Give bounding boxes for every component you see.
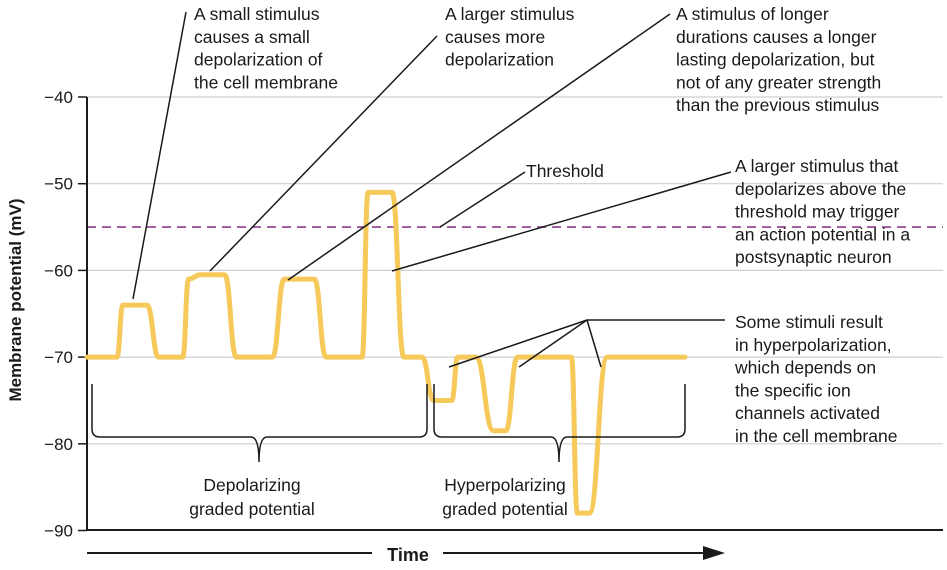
annotation-hyper-line: which depends on	[734, 358, 876, 378]
leader-line	[518, 319, 588, 368]
bracket-label-line: graded potential	[189, 499, 315, 519]
arrowhead-icon	[703, 546, 725, 560]
annotation-longer-line: lasting depolarization, but	[676, 50, 875, 70]
annotation-action-line: an action potential in a	[735, 224, 910, 244]
y-tick-label: −50	[44, 175, 73, 194]
annotation-larger-line: A larger stimulus	[445, 4, 575, 24]
annotation-longer-line: durations causes a longer	[676, 27, 877, 47]
y-tick-label: −70	[44, 348, 73, 367]
bracket-label-line: graded potential	[442, 499, 568, 519]
annotation-small-line: A small stimulus	[194, 4, 320, 24]
annotation-longer-line: A stimulus of longer	[676, 4, 829, 24]
bracket-label-line: Hyperpolarizing	[444, 475, 566, 495]
bracket	[91, 384, 428, 463]
leader-line	[448, 319, 588, 368]
bracket	[433, 384, 686, 463]
y-tick-label: −80	[44, 435, 73, 454]
y-axis-label: Membrane potential (mV)	[6, 198, 25, 401]
annotation-longer-line: not of any greater strength	[676, 72, 881, 92]
y-tick-label: −90	[44, 522, 73, 541]
y-tick-label: −60	[44, 261, 73, 280]
annotation-hyper-line: in the cell membrane	[735, 426, 897, 446]
leader-line	[287, 13, 671, 281]
annotation-larger-line: causes more	[445, 27, 545, 47]
leader-line	[391, 171, 732, 272]
leader-line	[132, 11, 187, 300]
annotation-small-line: causes a small	[194, 27, 310, 47]
annotation-action-line: A larger stimulus that	[735, 156, 899, 176]
leader-line	[586, 319, 602, 368]
annotation-small-line: the cell membrane	[194, 72, 338, 92]
annotation-hyper-line: the specific ion	[735, 380, 851, 400]
leader-line	[209, 35, 438, 272]
annotation-larger-line: depolarization	[445, 50, 554, 70]
annotation-longer-line: than the previous stimulus	[676, 95, 880, 115]
annotation-action-line: depolarizes above the	[735, 179, 906, 199]
annotation-hyper-line: Some stimuli result	[735, 312, 883, 332]
annotation-hyper-line: in hyperpolarization,	[735, 335, 892, 355]
leader-line	[439, 171, 526, 228]
bracket-label-line: Depolarizing	[203, 475, 300, 495]
annotation-hyper-line: channels activated	[735, 403, 880, 423]
annotation-action-line: threshold may trigger	[735, 202, 900, 222]
annotation-small-line: depolarization of	[194, 50, 323, 70]
x-axis-label: Time	[387, 545, 429, 565]
membrane-potential-trace	[84, 189, 688, 516]
y-tick-label: −40	[44, 88, 73, 107]
threshold-label: Threshold	[526, 161, 604, 181]
annotation-action-line: postsynaptic neuron	[735, 247, 892, 267]
